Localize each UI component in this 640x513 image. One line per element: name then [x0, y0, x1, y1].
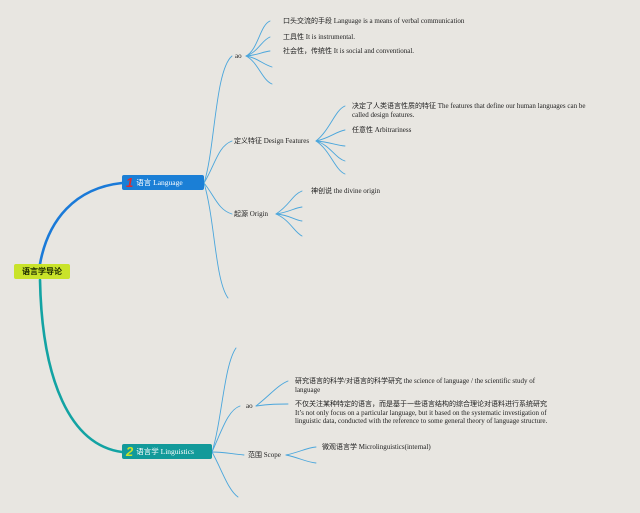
number-two-icon: 2 — [126, 444, 134, 459]
link-linguistics-bottom — [211, 451, 239, 498]
link-origin-4 — [275, 213, 303, 237]
link-ao-5 — [245, 55, 273, 85]
link-ao-1 — [245, 20, 271, 57]
link-ao-2 — [245, 36, 271, 57]
number-one-icon: 1 — [126, 175, 134, 190]
link-origin-3 — [275, 213, 303, 222]
link-origin-2 — [275, 206, 303, 215]
link-df-3 — [315, 140, 346, 147]
link-language-extra — [203, 182, 229, 299]
node-ao-item-2[interactable]: 工具性 It is instrumental. — [283, 33, 355, 41]
node-language-ao[interactable]: ao — [235, 52, 242, 60]
link-language-ao — [203, 55, 233, 184]
node-language-label: 语言 Language — [136, 178, 183, 187]
node-origin-item-1[interactable]: 神创说 the divine origin — [311, 187, 381, 195]
link-lao-1 — [255, 380, 289, 407]
link-scope-1 — [285, 446, 317, 456]
node-linguistics-label: 语言学 Linguistics — [136, 447, 194, 456]
link-linguistics-ao — [211, 405, 241, 453]
node-df-item-1[interactable]: 决定了人类语言性质的特征 The features that define ou… — [352, 102, 586, 119]
branch-root-language — [38, 181, 124, 266]
node-origin[interactable]: 起源 Origin — [234, 210, 269, 218]
node-design-features[interactable]: 定义特征 Design Features — [234, 137, 310, 145]
link-ao-4 — [245, 55, 273, 68]
root-label: 语言学导论 — [22, 267, 62, 276]
link-language-origin — [203, 182, 233, 215]
link-scope-2 — [285, 454, 317, 464]
link-language-df — [203, 140, 233, 184]
link-df-4 — [315, 140, 346, 162]
node-scope-item-1[interactable]: 微观语言学 Microlinguistics(internal) — [322, 443, 431, 451]
node-linguistics[interactable]: 2 语言学 Linguistics — [122, 444, 212, 459]
branch-root-linguistics — [38, 278, 124, 454]
link-ao-3 — [245, 50, 271, 57]
link-lao-2 — [255, 403, 289, 407]
link-linguistics-scope — [211, 451, 245, 456]
node-scope[interactable]: 范围 Scope — [248, 451, 281, 459]
node-df-item-2[interactable]: 任意性 Arbitrariness — [352, 126, 412, 134]
link-origin-1 — [275, 190, 303, 215]
node-lao-item-1[interactable]: 研究语言的科学/对语言的科学研究 the science of language… — [295, 377, 536, 394]
link-df-1 — [315, 105, 346, 142]
link-df-5 — [315, 140, 346, 175]
node-lao-item-2[interactable]: 不仅关注某种特定的语言，而是基于一些语言结构的综合理论对语料进行系统研究 It’… — [295, 400, 548, 425]
link-df-2 — [315, 129, 346, 142]
node-linguistics-ao[interactable]: ao — [246, 402, 253, 410]
node-language[interactable]: 1 语言 Language — [122, 175, 204, 190]
root-node[interactable]: 语言学导论 — [14, 264, 70, 279]
node-ao-item-1[interactable]: 口头交流的手段 Language is a means of verbal co… — [283, 17, 465, 25]
node-ao-item-3[interactable]: 社会性，传统性 It is social and conventional. — [283, 47, 415, 55]
link-linguistics-top — [211, 347, 237, 453]
